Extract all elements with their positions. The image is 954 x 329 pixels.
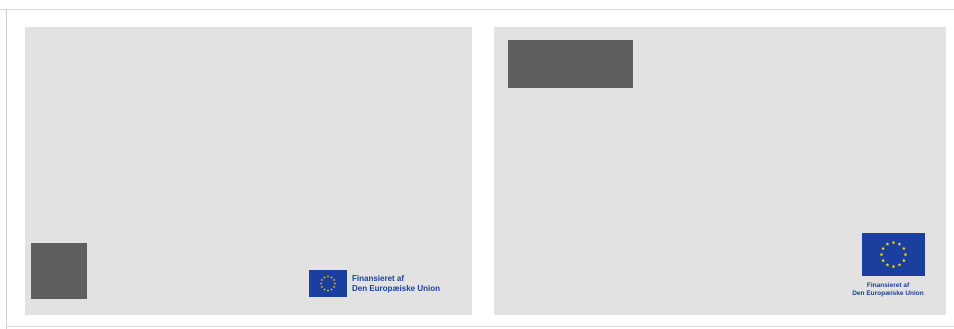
eu-star-icon: [881, 246, 886, 251]
eu-star-icon: [319, 282, 323, 285]
left-layout-panel: Finansieret af Den Europæiske Union: [25, 27, 472, 315]
eu-flag-stars: [879, 240, 908, 269]
eu-star-icon: [332, 278, 336, 282]
eu-star-icon: [323, 288, 326, 291]
eu-flag-icon: [309, 270, 347, 297]
eu-star-icon: [879, 252, 884, 257]
eu-star-icon: [885, 262, 890, 267]
left-placeholder-block: [31, 243, 87, 299]
eu-star-icon: [333, 282, 337, 285]
eu-funding-line1: Finansieret af: [866, 282, 910, 289]
eu-star-icon: [891, 264, 896, 269]
eu-star-icon: [323, 276, 326, 279]
eu-star-icon: [326, 289, 330, 292]
eu-star-icon: [901, 258, 906, 263]
eu-star-icon: [320, 285, 324, 289]
eu-star-icon: [330, 276, 333, 279]
eu-star-icon: [881, 258, 886, 263]
eu-star-icon: [897, 242, 902, 246]
frame-top-border: [0, 9, 954, 10]
eu-flag-icon: [862, 233, 925, 276]
eu-star-icon: [326, 275, 330, 278]
eu-star-icon: [891, 240, 896, 245]
frame-left-border: [6, 9, 7, 329]
frame-bottom-border: [6, 326, 954, 327]
eu-star-icon: [330, 288, 333, 291]
eu-funding-label: Finansieret af Den Europæiske Union: [835, 282, 941, 298]
eu-funding-line2: Den Europæiske Union: [852, 290, 924, 297]
eu-funding-line1: Finansieret af: [352, 274, 405, 283]
eu-star-icon: [320, 278, 324, 282]
right-layout-panel: Finansieret af Den Europæiske Union: [494, 27, 946, 315]
right-placeholder-block: [508, 40, 633, 88]
eu-funding-line2: Den Europæiske Union: [352, 284, 441, 293]
eu-flag-stars: [319, 275, 337, 292]
eu-star-icon: [897, 262, 902, 267]
eu-star-icon: [901, 246, 906, 251]
eu-star-icon: [903, 252, 908, 257]
eu-star-icon: [332, 285, 336, 289]
eu-star-icon: [885, 242, 890, 246]
eu-funding-label: Finansieret af Den Europæiske Union: [352, 274, 440, 294]
